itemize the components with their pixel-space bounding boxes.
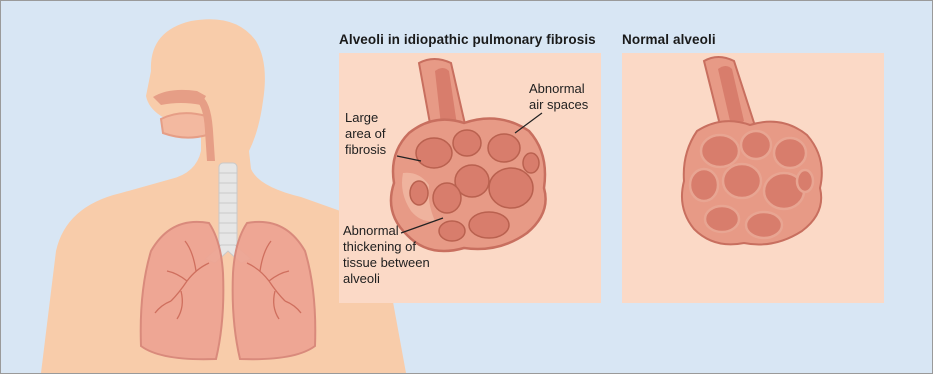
ipf-panel-title: Alveoli in idiopathic pulmonary fibrosis bbox=[339, 32, 596, 47]
air-spaces-label: Abnormal air spaces bbox=[529, 81, 588, 113]
oral-cavity bbox=[161, 113, 207, 137]
ipf-alveoli-panel: Large area of fibrosis Abnormal air spac… bbox=[339, 53, 601, 303]
normal-panel-title: Normal alveoli bbox=[622, 32, 716, 47]
normal-alveoli-cluster bbox=[622, 53, 884, 303]
normal-alveoli-panel bbox=[622, 53, 884, 303]
fibrosis-label: Large area of fibrosis bbox=[345, 110, 386, 158]
thickening-label: Abnormal thickening of tissue between al… bbox=[343, 223, 430, 287]
